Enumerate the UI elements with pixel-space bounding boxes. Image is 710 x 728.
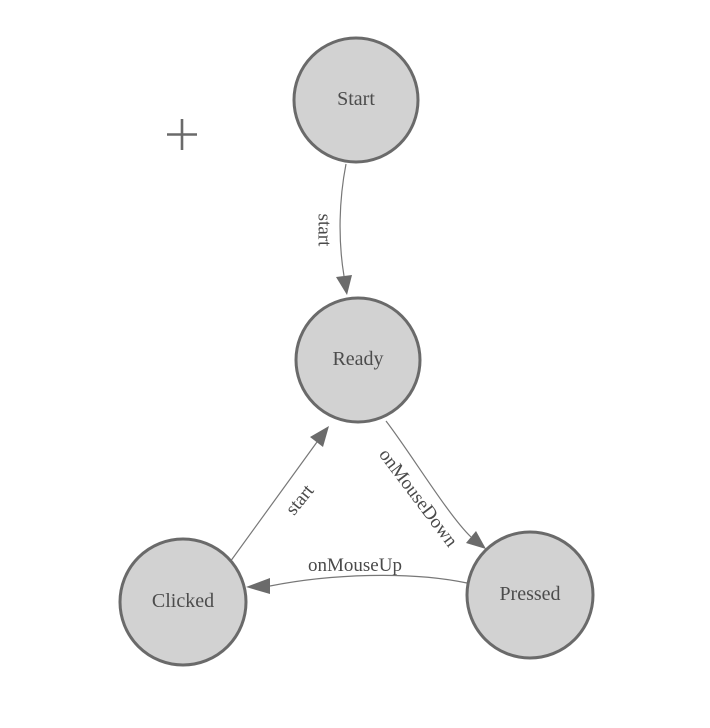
arrowhead-icon xyxy=(246,578,270,594)
edge-ready-to-pressed[interactable]: onMouseDown xyxy=(374,420,486,552)
node-label: Ready xyxy=(332,348,383,370)
edge-path xyxy=(269,574,468,587)
node-label: Clicked xyxy=(152,590,214,612)
crosshair-plus-icon xyxy=(167,119,197,150)
node-start[interactable]: Start xyxy=(292,36,420,164)
node-pressed[interactable]: Pressed xyxy=(465,530,595,660)
edge-label: start xyxy=(282,480,319,519)
arrowhead-icon xyxy=(310,426,329,447)
node-label: Pressed xyxy=(499,583,560,605)
edge-label: onMouseDown xyxy=(374,445,462,552)
edge-clicked-to-ready[interactable]: start xyxy=(229,426,329,563)
arrowhead-icon xyxy=(466,531,486,549)
node-clicked[interactable]: Clicked xyxy=(118,537,248,667)
arrowhead-icon xyxy=(336,275,352,295)
state-circle xyxy=(118,537,248,667)
edge-label: onMouseUp xyxy=(308,555,402,576)
node-label: Start xyxy=(337,88,375,110)
node-ready[interactable]: Ready xyxy=(294,296,422,424)
edge-pressed-to-clicked[interactable]: onMouseUp xyxy=(246,555,468,594)
edge-path xyxy=(339,163,347,277)
edge-label: start xyxy=(314,214,335,247)
edge-path xyxy=(385,420,472,538)
edge-path xyxy=(229,441,318,563)
edge-start-to-ready[interactable]: start xyxy=(314,163,353,295)
state-circle xyxy=(294,296,422,424)
state-circle xyxy=(465,530,595,660)
state-circle xyxy=(292,36,420,164)
